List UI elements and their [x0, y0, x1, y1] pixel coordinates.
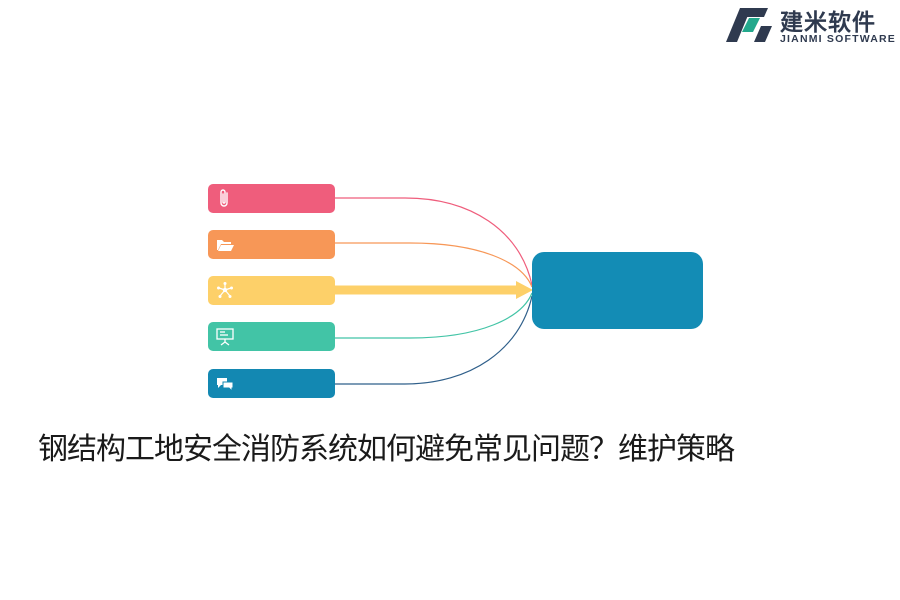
- paperclip-icon: [220, 189, 228, 207]
- branch-node: [208, 184, 335, 213]
- presentation-board-icon: [216, 328, 234, 346]
- branch-node: [208, 322, 335, 351]
- logo-mark-icon: [726, 8, 772, 42]
- connector-branch-2: [335, 242, 533, 288]
- connector-arrowhead: [516, 281, 533, 299]
- logo-name-en: JIANMI SOFTWARE: [780, 33, 897, 45]
- branch-node: [208, 276, 335, 305]
- brand-logo: 建米软件 JIANMI SOFTWARE: [724, 2, 900, 50]
- chat-bubbles-icon: [217, 378, 234, 393]
- branch-node: [208, 369, 335, 398]
- page-title: 钢结构工地安全消防系统如何避免常见问题？维护策略: [38, 432, 735, 467]
- network-icon: [217, 282, 233, 298]
- hub-node: [532, 252, 703, 329]
- connector-branch-1: [335, 197, 533, 286]
- connector-branch-5: [335, 295, 533, 385]
- connector-branch-4: [335, 292, 533, 339]
- folder-open-icon: [217, 240, 234, 251]
- logo-name-cn: 建米软件: [780, 10, 876, 36]
- branch-node: [208, 230, 335, 259]
